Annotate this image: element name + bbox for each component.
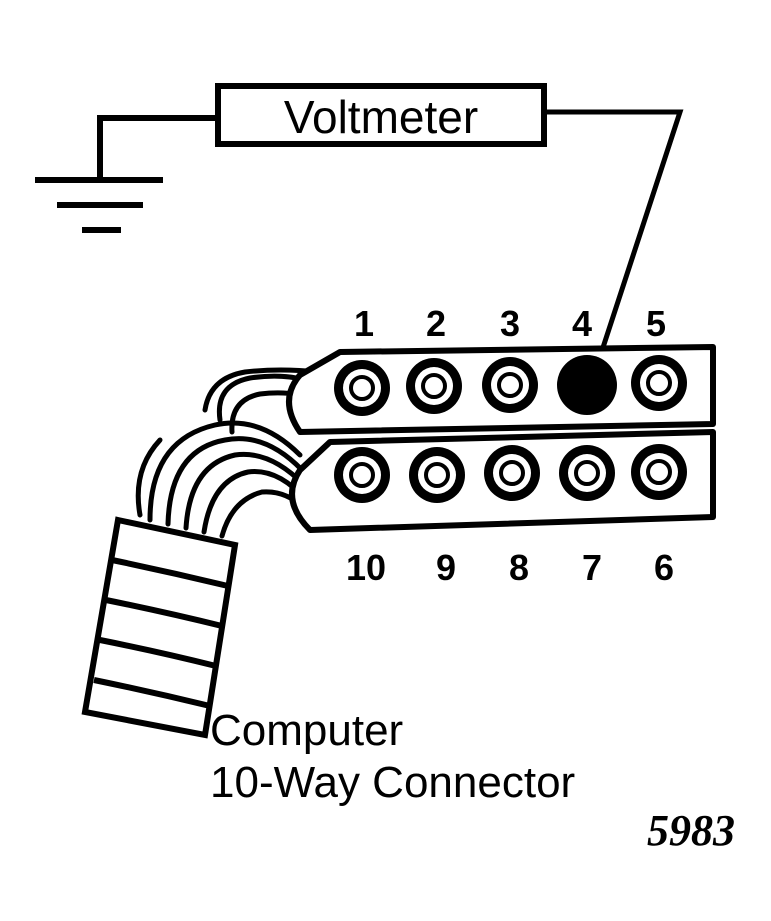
pin-number-1: 1 xyxy=(354,303,374,344)
ground-symbol xyxy=(35,177,163,233)
top-row-pins xyxy=(334,355,687,416)
bottom-row-pins xyxy=(334,444,687,503)
wire-bundle xyxy=(135,367,323,539)
figure-number: 5983 xyxy=(647,806,735,855)
pin-number-5: 5 xyxy=(646,303,666,344)
pin-number-7: 7 xyxy=(582,547,602,588)
pin-number-9: 9 xyxy=(436,547,456,588)
pin-1 xyxy=(334,360,390,416)
pin-number-6: 6 xyxy=(654,547,674,588)
pin-6 xyxy=(631,444,687,500)
pin-4-probed xyxy=(557,355,617,415)
probe-wire xyxy=(544,109,684,376)
pin-number-3: 3 xyxy=(500,303,520,344)
cable-sleeve xyxy=(81,516,239,739)
caption-line-1: Computer xyxy=(210,706,403,755)
pin-10 xyxy=(334,447,390,503)
voltmeter-label: Voltmeter xyxy=(284,91,478,143)
voltmeter-box xyxy=(215,83,547,147)
pin-number-8: 8 xyxy=(509,547,529,588)
pin-3 xyxy=(482,357,538,413)
ground-wire xyxy=(97,115,218,180)
pin-2 xyxy=(406,358,462,414)
pin-5 xyxy=(631,355,687,411)
pin-9 xyxy=(409,447,465,503)
pin-number-2: 2 xyxy=(426,303,446,344)
pin-7 xyxy=(559,445,615,501)
pin-8 xyxy=(484,445,540,501)
pin-number-4: 4 xyxy=(572,303,592,344)
caption-line-2: 10-Way Connector xyxy=(210,758,575,807)
pin-number-10: 10 xyxy=(346,547,386,588)
